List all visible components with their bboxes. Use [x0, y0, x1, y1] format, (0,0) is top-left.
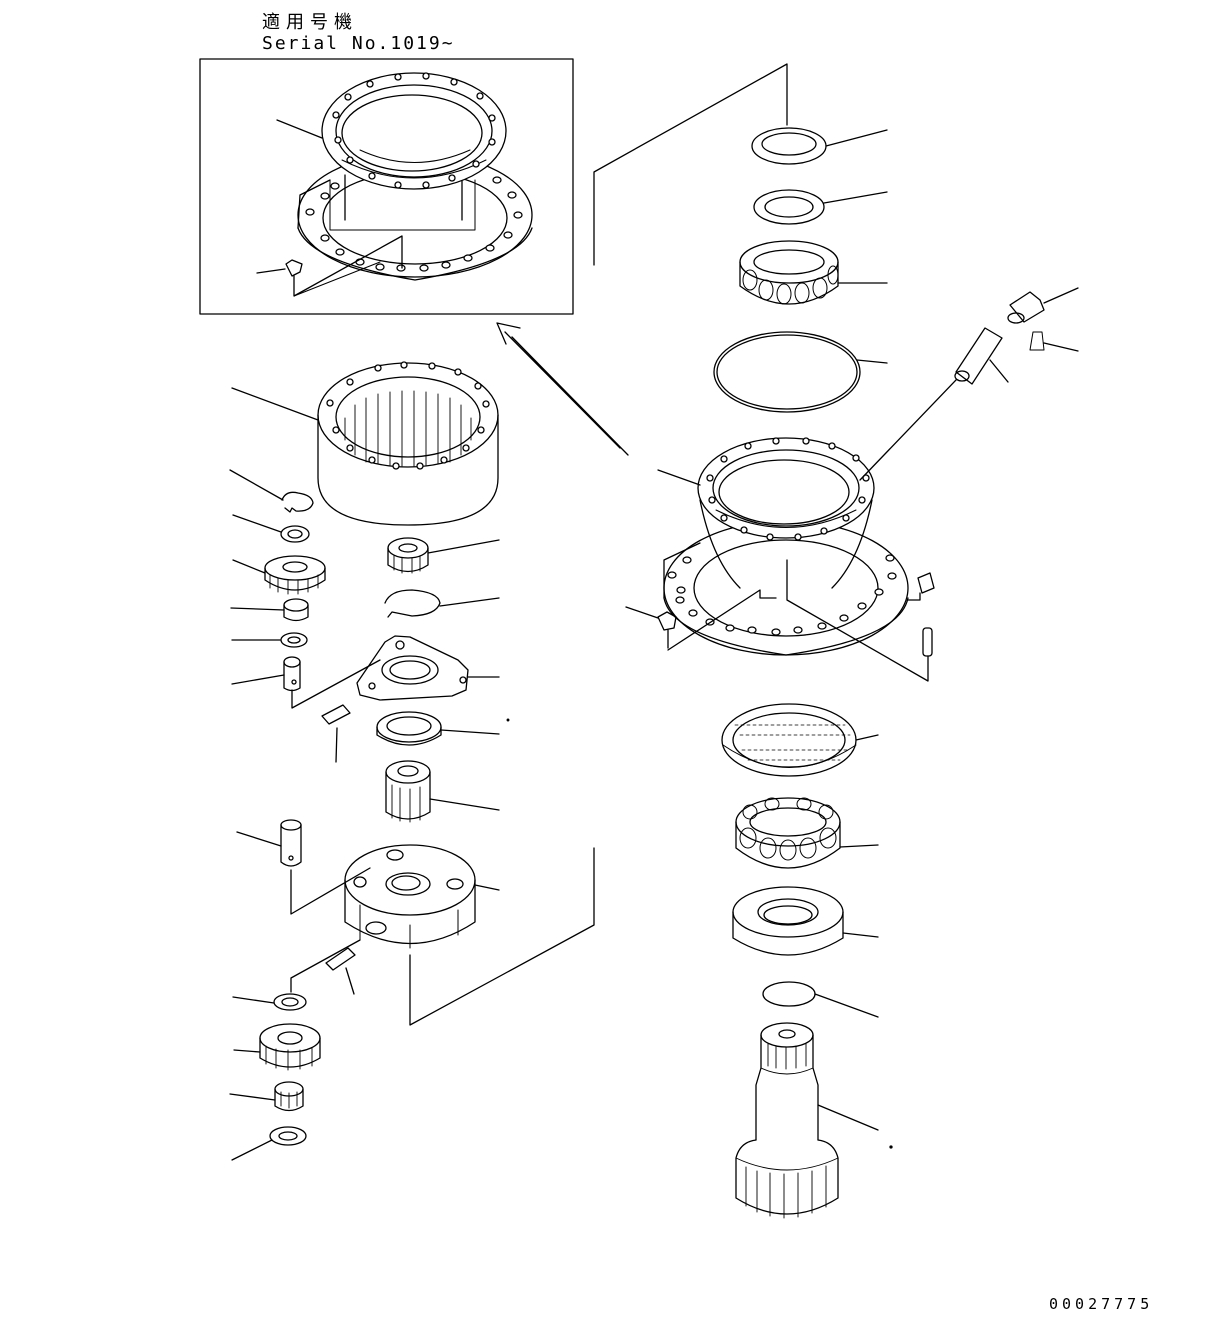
right-top-stack [594, 64, 887, 412]
carrier-no2-parts [357, 538, 509, 822]
serial-inset-frame [200, 59, 573, 314]
serial-number-label: Serial No.1019~ [262, 33, 455, 54]
carrier-no1-parts [230, 820, 594, 1160]
reference-arrow [497, 323, 628, 455]
drawing-number: 00027775 [1049, 1295, 1154, 1313]
applicable-model-label: 適用号機 [262, 12, 358, 33]
inset-housing-part [257, 73, 532, 296]
main-housing-part [626, 288, 1078, 681]
right-lower-stack [722, 704, 892, 1218]
left-small-parts [230, 470, 380, 762]
ring-gear-part [232, 362, 498, 525]
